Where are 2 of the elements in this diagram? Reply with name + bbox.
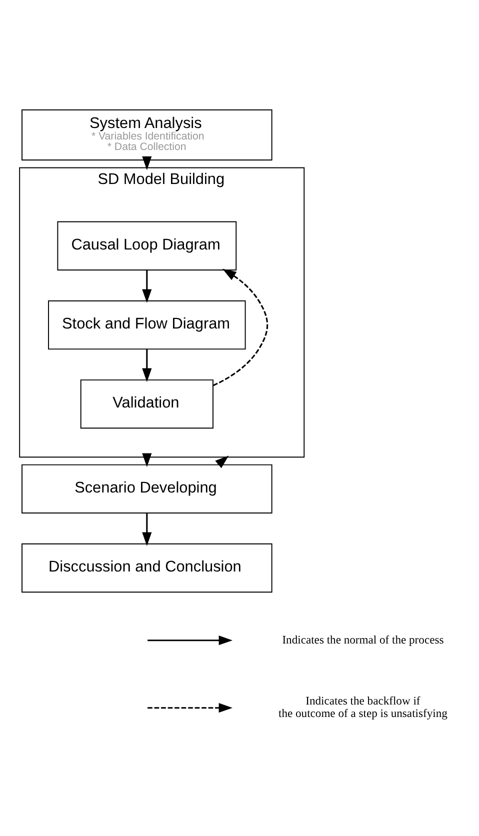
- legend-label: Indicates the normal of the process: [282, 632, 444, 646]
- legend-label: Indicates the backflow if the outcome of a step is unsatisfying: [278, 694, 448, 720]
